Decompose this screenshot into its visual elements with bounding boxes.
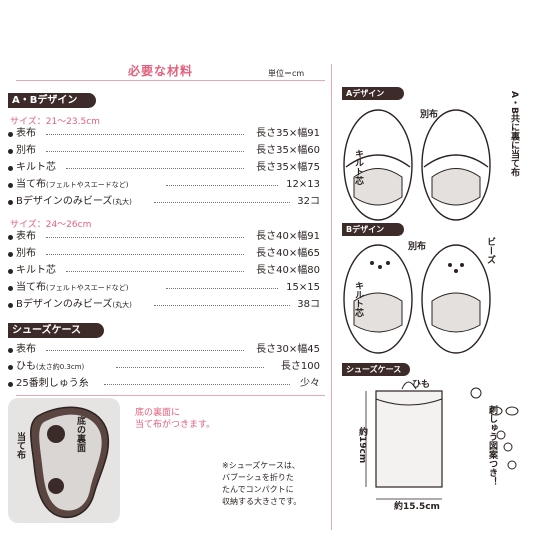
b-design-header: Bデザイン	[342, 223, 404, 236]
a-betsu-label: 別布	[420, 110, 439, 120]
material-row: 表布長さ40×幅91	[8, 230, 320, 244]
a-quilt-label: キルト芯	[353, 149, 363, 185]
material-row: Bデザインのみビーズ(丸大)38コ	[8, 298, 320, 312]
sole-illustration	[30, 406, 110, 519]
case-diagram	[365, 381, 519, 500]
material-row: 別布長さ40×幅65	[8, 247, 320, 261]
ab-design-header: A・Bデザイン	[8, 93, 96, 108]
ab-note-label: A・B共に裏に当て布	[509, 91, 519, 177]
size-range-2: サイズ：24〜26cm	[10, 220, 92, 230]
b-quilt-label: キルト芯	[353, 281, 363, 317]
unit-label: 単位＝cm	[268, 69, 305, 78]
sole-patch-label: 当て布	[15, 432, 25, 459]
size-range-1: サイズ：21〜23.5cm	[10, 117, 100, 127]
section-divider	[16, 395, 325, 396]
sole-illustration-box: 底の裏面 当て布	[8, 398, 120, 523]
case-header: シューズケース	[8, 323, 104, 338]
material-row: 表布長さ35×幅91	[8, 127, 320, 141]
material-row: Bデザインのみビーズ(丸大)32コ	[8, 195, 320, 209]
diagram-panel: Aデザイン 別布 キルト芯 A・B共に裏に当て布 Bデザイン	[336, 87, 530, 527]
himo-label: ひも	[412, 380, 431, 390]
a-design-shoes	[343, 109, 491, 221]
case-width-label: 約15.5cm	[394, 502, 440, 512]
b-betsu-label: 別布	[408, 242, 427, 252]
a-design-header: Aデザイン	[342, 87, 404, 100]
case-height-label: 約19cm	[357, 427, 367, 464]
material-row: 当て布(フェルトやスエードなど)15×15	[8, 281, 320, 295]
material-row: 当て布(フェルトやスエードなど)12×13	[8, 178, 320, 192]
case-note: ※シューズケースは、 バブーシュを折りた たんでコンパクトに 収納する大きさです…	[222, 461, 302, 506]
case-diagram-header: シューズケース	[342, 363, 410, 376]
title-divider	[16, 80, 325, 81]
beads-label: ビーズ	[485, 237, 495, 264]
material-row: キルト芯長さ35×幅75	[8, 161, 320, 175]
embroidery-label: 刺しゅう図案つき！	[487, 405, 497, 486]
column-divider	[331, 64, 332, 530]
sole-note: 底の裏面に 当て布がつきます。	[135, 408, 216, 430]
material-row: 表布長さ30×幅45	[8, 343, 320, 357]
material-row: 別布長さ35×幅60	[8, 144, 320, 158]
sole-bottom-label: 底の裏面	[75, 416, 85, 452]
materials-title: 必要な材料	[128, 64, 194, 78]
b-design-shoes	[343, 244, 491, 354]
material-row: ひも(太さ約0.3cm)長さ100	[8, 360, 320, 374]
material-row: 25番刺しゅう糸少々	[8, 377, 320, 391]
material-row: キルト芯長さ40×幅80	[8, 264, 320, 278]
